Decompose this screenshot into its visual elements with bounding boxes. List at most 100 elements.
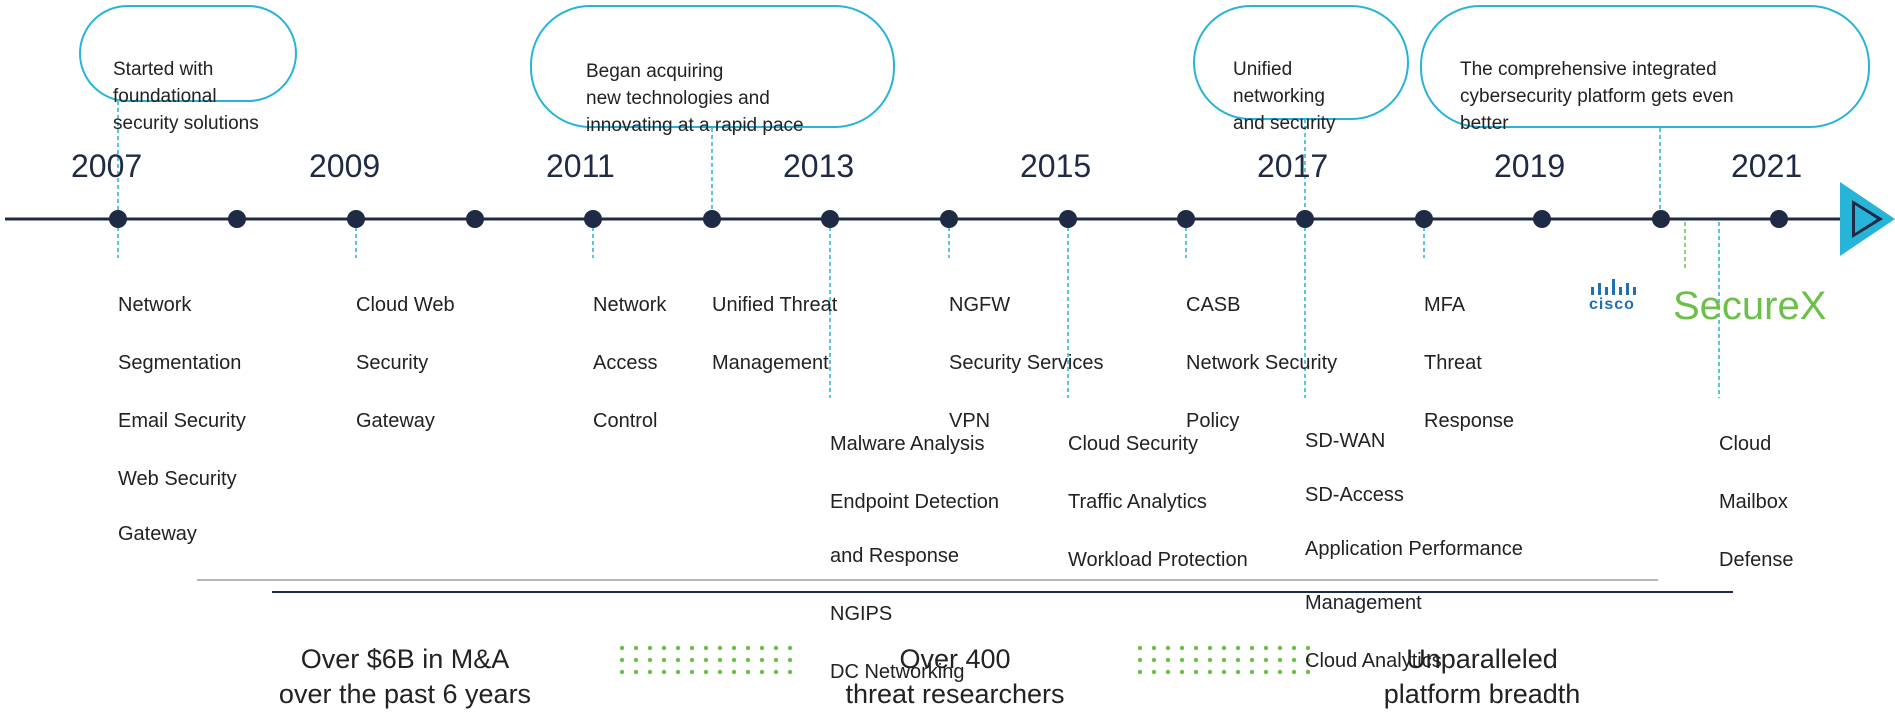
pattern-dot bbox=[675, 645, 681, 651]
pattern-dot bbox=[1305, 645, 1311, 651]
pattern-dot bbox=[1249, 645, 1255, 651]
pattern-dot bbox=[661, 657, 667, 663]
pattern-dot bbox=[759, 645, 765, 651]
pattern-dot bbox=[731, 669, 737, 675]
pattern-dot bbox=[703, 657, 709, 663]
pattern-dot bbox=[675, 657, 681, 663]
pattern-dot bbox=[1193, 669, 1199, 675]
year-label: 2009 bbox=[309, 148, 381, 184]
pattern-dot bbox=[1249, 669, 1255, 675]
pattern-dot bbox=[1207, 657, 1213, 663]
pattern-dot bbox=[773, 657, 779, 663]
milestone-label-2014: NGFW Security Services VPN bbox=[949, 294, 1104, 432]
pattern-dot bbox=[689, 645, 695, 651]
dot-pattern-2 bbox=[1137, 645, 1311, 675]
pattern-dot bbox=[703, 669, 709, 675]
milestone-bubble-foundational: Started with foundational security solut… bbox=[79, 5, 297, 134]
pattern-dot bbox=[1137, 645, 1143, 651]
pattern-dot bbox=[1151, 657, 1157, 663]
pattern-dot bbox=[1221, 645, 1227, 651]
milestone-label-2018: MFA Threat Response bbox=[1424, 294, 1515, 432]
pattern-dot bbox=[633, 657, 639, 663]
cisco-logo-bars-icon bbox=[1591, 279, 1636, 295]
year-label: 2011 bbox=[546, 148, 615, 184]
pattern-dot bbox=[619, 669, 625, 675]
pattern-dot bbox=[1165, 657, 1171, 663]
pattern-dot bbox=[1263, 645, 1269, 651]
pattern-dot bbox=[647, 657, 653, 663]
pattern-dot bbox=[787, 657, 793, 663]
pattern-dot bbox=[1193, 645, 1199, 651]
pattern-dot bbox=[1235, 669, 1241, 675]
pattern-dot bbox=[1291, 645, 1297, 651]
pattern-dot bbox=[633, 669, 639, 675]
pattern-dot bbox=[689, 669, 695, 675]
year-label: 2019 bbox=[1494, 148, 1566, 184]
pattern-dot bbox=[647, 669, 653, 675]
pattern-dot bbox=[745, 657, 751, 663]
stat-researchers: Over 400 threat researchers bbox=[845, 644, 1065, 709]
pattern-dot bbox=[1277, 669, 1283, 675]
pattern-dot bbox=[647, 645, 653, 651]
pattern-dot bbox=[1305, 669, 1311, 675]
pattern-dot bbox=[1235, 657, 1241, 663]
timeline-arrow-icon bbox=[1840, 182, 1895, 256]
pattern-dot bbox=[759, 657, 765, 663]
pattern-dot bbox=[1277, 657, 1283, 663]
pattern-dot bbox=[1207, 645, 1213, 651]
milestone-label-2007: Network Segmentation Email Security Web … bbox=[118, 294, 246, 545]
pattern-dot bbox=[1151, 645, 1157, 651]
pattern-dot bbox=[773, 669, 779, 675]
milestone-label-2016: CASB Network Security Policy bbox=[1186, 294, 1338, 432]
bubble-text: Unified networking and security bbox=[1233, 59, 1336, 134]
pattern-dot bbox=[745, 645, 751, 651]
pattern-dot bbox=[703, 645, 709, 651]
milestone-label-2011: Network Access Control bbox=[593, 294, 667, 432]
year-label: 2015 bbox=[1020, 148, 1092, 184]
pattern-dot bbox=[731, 657, 737, 663]
cisco-wordmark: cisco bbox=[1589, 296, 1635, 313]
year-label: 2021 bbox=[1731, 148, 1803, 184]
timeline-dots bbox=[109, 210, 1788, 228]
pattern-dot bbox=[787, 669, 793, 675]
pattern-dot bbox=[1179, 657, 1185, 663]
pattern-dot bbox=[1151, 669, 1157, 675]
milestone-bubble-platform: The comprehensive integrated cybersecuri… bbox=[1420, 5, 1870, 134]
pattern-dot bbox=[1221, 657, 1227, 663]
milestone-label-2012: Unified Threat Management bbox=[712, 294, 838, 374]
pattern-dot bbox=[1137, 657, 1143, 663]
pattern-dot bbox=[1207, 669, 1213, 675]
milestone-label-2017-lower: SD-WAN SD-Access Application Performance… bbox=[1305, 430, 1523, 672]
year-label: 2017 bbox=[1257, 148, 1329, 184]
milestone-label-2009: Cloud Web Security Gateway bbox=[356, 294, 455, 432]
pattern-dot bbox=[1305, 657, 1311, 663]
pattern-dot bbox=[717, 645, 723, 651]
pattern-dot bbox=[717, 669, 723, 675]
pattern-dot bbox=[717, 657, 723, 663]
pattern-dot bbox=[759, 669, 765, 675]
bubble-text: Started with foundational security solut… bbox=[113, 59, 259, 134]
pattern-dot bbox=[1291, 669, 1297, 675]
pattern-dot bbox=[633, 645, 639, 651]
pattern-dot bbox=[1277, 645, 1283, 651]
milestone-bubble-unified: Unified networking and security bbox=[1193, 5, 1409, 134]
pattern-dot bbox=[661, 645, 667, 651]
securex-wordmark: SecureX bbox=[1673, 284, 1827, 328]
pattern-dot bbox=[1263, 657, 1269, 663]
pattern-dot bbox=[1137, 669, 1143, 675]
pattern-dot bbox=[1291, 657, 1297, 663]
pattern-dot bbox=[1193, 657, 1199, 663]
milestone-bubble-acquiring: Began acquiring new technologies and inn… bbox=[530, 5, 895, 136]
bubble-text: Began acquiring new technologies and inn… bbox=[586, 61, 804, 136]
pattern-dot bbox=[773, 645, 779, 651]
pattern-dot bbox=[731, 645, 737, 651]
stat-platform-breadth: Unparalleled platform breadth bbox=[1383, 644, 1581, 709]
pattern-dot bbox=[1165, 669, 1171, 675]
pattern-dot bbox=[675, 669, 681, 675]
milestone-label-2021-lower: Cloud Mailbox Defense bbox=[1719, 433, 1794, 571]
pattern-dot bbox=[619, 645, 625, 651]
year-label: 2007 bbox=[71, 148, 143, 184]
stat-acquisitions: Over $6B in M&A over the past 6 years bbox=[278, 644, 532, 709]
